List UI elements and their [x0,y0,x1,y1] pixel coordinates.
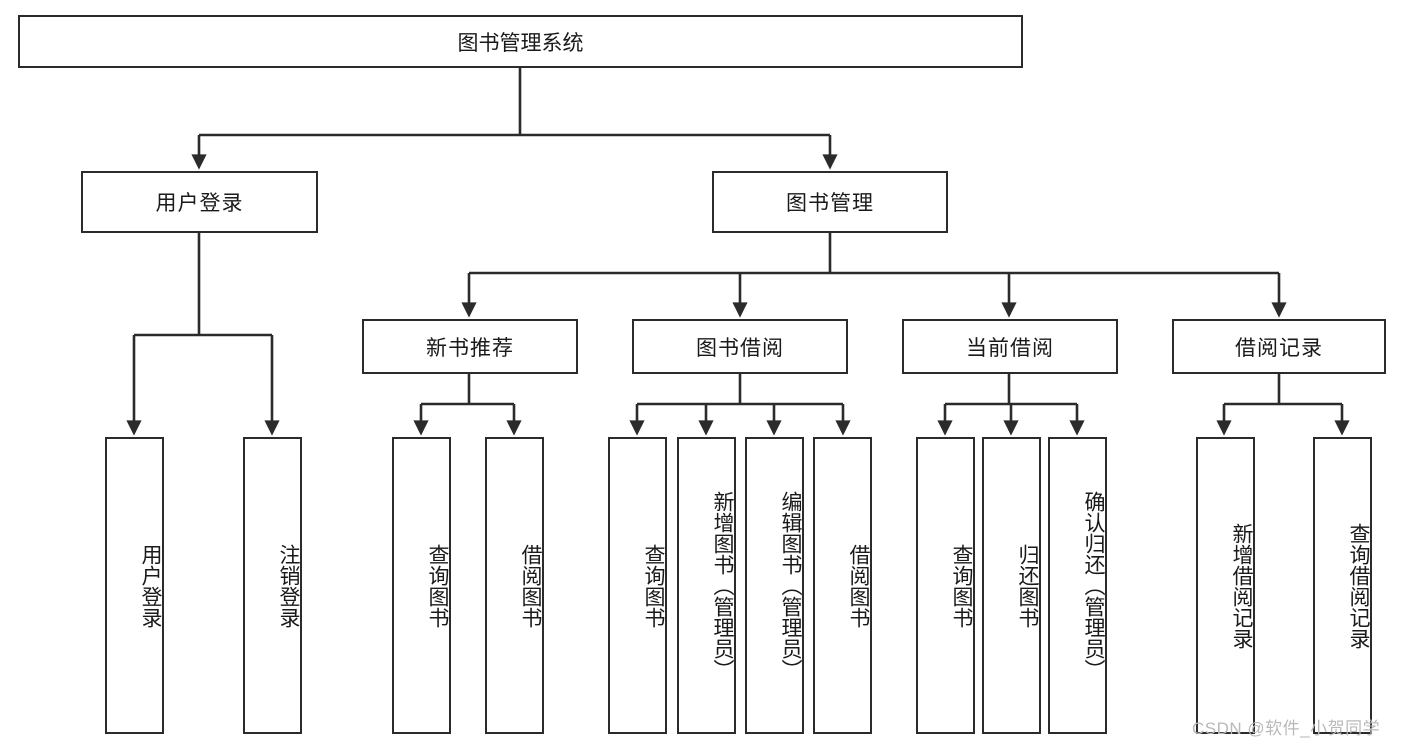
leaf-bb-borrow-book[interactable]: 借阅图书 [813,437,872,734]
leaf-label: 查询图书 [642,543,665,628]
node-new-book-recommend[interactable]: 新书推荐 [362,319,578,374]
node-user-login[interactable]: 用户登录 [81,171,318,233]
csdn-watermark: CSDN @软件_小贺同学 [1192,719,1381,738]
node-book-borrow[interactable]: 图书借阅 [632,319,848,374]
leaf-label: 归还图书 [1016,543,1039,628]
leaf-bb-query-book[interactable]: 查询图书 [608,437,667,734]
leaf-cb-query-book[interactable]: 查询图书 [916,437,975,734]
leaf-label: 编辑图书（管理员） [779,491,802,680]
leaf-nb-query-book[interactable]: 查询图书 [392,437,451,734]
leaf-bb-add-book[interactable]: 新增图书（管理员） [677,437,736,734]
leaf-nb-borrow-book[interactable]: 借阅图书 [485,437,544,734]
node-root-system[interactable]: 图书管理系统 [18,15,1023,68]
leaf-label: 查询图书 [950,543,973,628]
node-book-manage[interactable]: 图书管理 [712,171,948,233]
node-current-borrow[interactable]: 当前借阅 [902,319,1118,374]
leaf-br-add-record[interactable]: 新增借阅记录 [1196,437,1255,734]
leaf-label: 借阅图书 [519,543,542,628]
leaf-label: 新增借阅记录 [1230,522,1253,649]
leaf-logout[interactable]: 注销登录 [243,437,302,734]
leaf-label: 查询借阅记录 [1347,522,1370,649]
node-borrow-record[interactable]: 借阅记录 [1172,319,1386,374]
leaf-label: 新增图书（管理员） [711,491,734,680]
leaf-cb-confirm-return[interactable]: 确认归还（管理员） [1048,437,1107,734]
leaf-label: 确认归还（管理员） [1082,491,1105,680]
leaf-user-login[interactable]: 用户登录 [105,437,164,734]
leaf-label: 借阅图书 [847,543,870,628]
leaf-label: 注销登录 [277,543,300,628]
leaf-label: 查询图书 [426,543,449,628]
leaf-cb-return-book[interactable]: 归还图书 [982,437,1041,734]
leaf-br-query-record[interactable]: 查询借阅记录 [1313,437,1372,734]
leaf-label: 用户登录 [139,543,162,628]
leaf-bb-edit-book[interactable]: 编辑图书（管理员） [745,437,804,734]
